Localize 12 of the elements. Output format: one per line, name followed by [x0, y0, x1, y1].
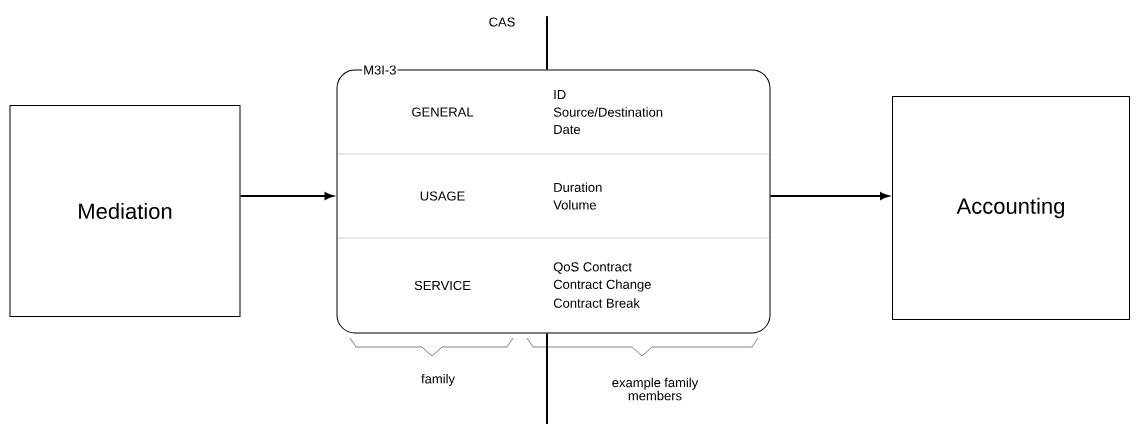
connector [769, 192, 889, 200]
process-box: Mediation [9, 105, 241, 317]
bracket-label: family [421, 373, 455, 387]
interface-label: CAS [489, 17, 515, 27]
process-box: Accounting [892, 96, 1130, 320]
connector [239, 192, 334, 200]
field-row: SERVICE QoS Contract Contract Change Contract Break [414, 262, 651, 308]
field-row: GENERAL ID Source/Destination Date [412, 90, 663, 135]
bracket-label: example family members [612, 377, 699, 401]
field-row: USAGE Duration Volume [420, 182, 602, 210]
connector [546, 332, 548, 424]
connector [546, 15, 548, 71]
